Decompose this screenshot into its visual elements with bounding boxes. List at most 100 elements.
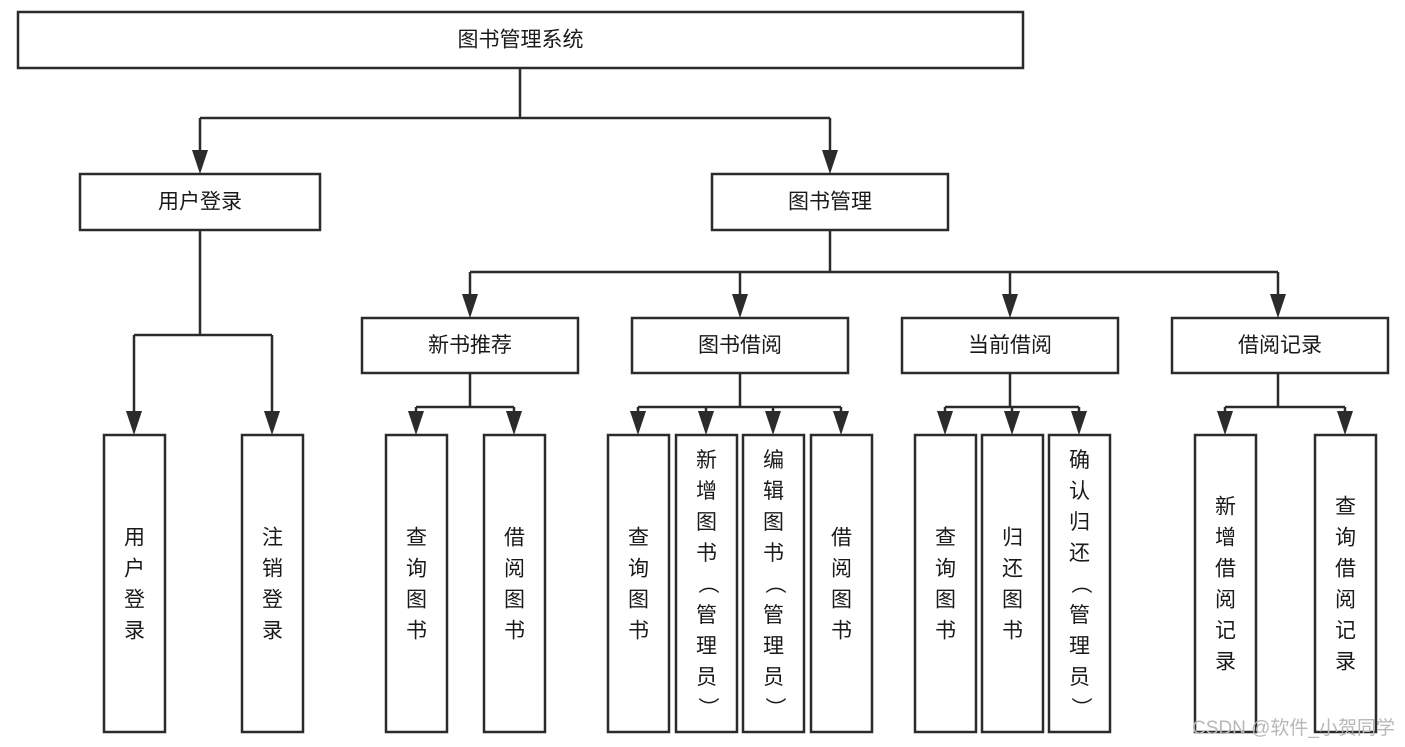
node-label-char: 借: [831, 527, 852, 550]
node-label-char: 户: [124, 558, 145, 581]
arrow-head-icon: [1337, 411, 1353, 435]
node-book-borrow[interactable]: 图书借阅: [630, 316, 850, 375]
node-label: 图书管理系统: [458, 29, 584, 52]
arrow-head-icon: [732, 294, 748, 318]
node-label-char: 查: [628, 527, 649, 550]
connector-root-to-level1: [192, 68, 838, 174]
connector-book-manage-to-level2: [462, 230, 1286, 318]
node-borrow-record[interactable]: 借阅记录: [1170, 316, 1390, 375]
node-label-char: 录: [262, 620, 283, 643]
node-label-char: 理: [1069, 635, 1090, 658]
node-box: [102, 433, 167, 734]
node-label-char: （: [696, 573, 719, 594]
node-label: 当前借阅: [968, 334, 1052, 357]
arrow-head-icon: [264, 411, 280, 435]
node-label-char: 书: [696, 542, 717, 565]
node-label-char: 理: [763, 635, 784, 658]
node-box: [913, 433, 978, 734]
node-label-char: 录: [1215, 651, 1236, 674]
node-box: [900, 316, 1120, 375]
node-label-char: 注: [262, 527, 283, 550]
node-box: [630, 316, 850, 375]
node-label-char: 管: [763, 604, 784, 627]
node-user-login[interactable]: 用户登录: [78, 172, 322, 232]
node-leaf-user-login[interactable]: 用户登录: [102, 433, 167, 734]
connector-borrow-record-to-leaves: [1217, 373, 1353, 435]
arrow-head-icon: [937, 411, 953, 435]
node-label-char: 书: [763, 542, 784, 565]
node-label-char: 认: [1069, 480, 1090, 503]
node-label-char: 员: [1069, 666, 1090, 689]
node-label-char: 员: [696, 666, 717, 689]
node-label-char: ）: [1069, 697, 1092, 718]
csdn-watermark: CSDN @软件_小贺同学: [1192, 717, 1395, 739]
arrow-head-icon: [833, 411, 849, 435]
node-label-char: 书: [406, 620, 427, 643]
node-label-char: 借: [504, 527, 525, 550]
node-label-char: 阅: [504, 558, 525, 581]
node-label-char: 图: [628, 589, 649, 612]
node-label-char: 图: [406, 589, 427, 612]
node-box: [240, 433, 305, 734]
node-label-char: 询: [1335, 527, 1356, 550]
arrow-head-icon: [822, 150, 838, 174]
node-label-char: （: [763, 573, 786, 594]
node-label-char: 管: [1069, 604, 1090, 627]
node-root[interactable]: 图书管理系统: [16, 10, 1025, 70]
node-label-char: 查: [935, 527, 956, 550]
node-box: [1047, 433, 1112, 734]
arrow-head-icon: [630, 411, 646, 435]
node-label-char: 归: [1002, 527, 1023, 550]
node-label-char: 图: [763, 511, 784, 534]
node-label-char: 询: [935, 558, 956, 581]
node-label-char: ）: [696, 697, 719, 718]
arrow-head-icon: [1270, 294, 1286, 318]
node-label-char: 图: [504, 589, 525, 612]
node-label-char: 记: [1335, 620, 1356, 643]
node-label-char: 询: [406, 558, 427, 581]
node-label-char: 录: [124, 620, 145, 643]
node-label-char: 归: [1069, 511, 1090, 534]
arrow-head-icon: [765, 411, 781, 435]
node-box: [809, 433, 874, 734]
node-label-char: 书: [1002, 620, 1023, 643]
node-label-char: 查: [1335, 496, 1356, 519]
node-book-manage[interactable]: 图书管理: [710, 172, 950, 232]
node-label-char: ）: [763, 697, 786, 718]
node-label-char: 辑: [763, 480, 784, 503]
node-current-borrow[interactable]: 当前借阅: [900, 316, 1120, 375]
node-box: [1170, 316, 1390, 375]
node-box: [16, 10, 1025, 70]
node-label-char: 阅: [831, 558, 852, 581]
node-label-char: 借: [1335, 558, 1356, 581]
node-label-char: 还: [1002, 558, 1023, 581]
arrow-head-icon: [126, 411, 142, 435]
node-label-char: 还: [1069, 542, 1090, 565]
node-label-char: 理: [696, 635, 717, 658]
node-label-char: 书: [628, 620, 649, 643]
node-label-char: 图: [1002, 589, 1023, 612]
node-box: [710, 172, 950, 232]
node-box: [1313, 433, 1378, 734]
node-box: [741, 433, 806, 734]
node-label-char: 用: [124, 527, 145, 550]
node-label-char: 图: [935, 589, 956, 612]
arrow-head-icon: [506, 411, 522, 435]
arrow-head-icon: [698, 411, 714, 435]
node-new-book-rec[interactable]: 新书推荐: [360, 316, 580, 375]
arrow-head-icon: [408, 411, 424, 435]
node-box: [384, 433, 449, 734]
